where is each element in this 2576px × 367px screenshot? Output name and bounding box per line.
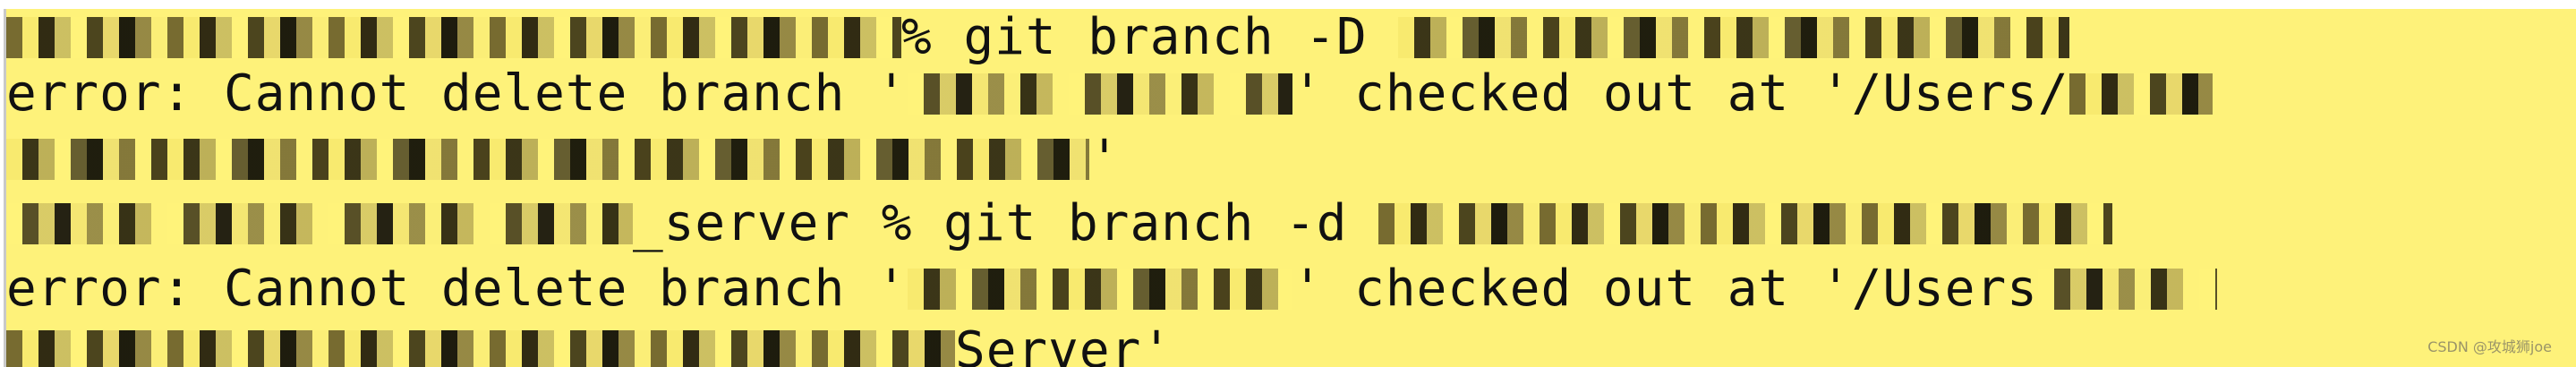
redacted-branch-name bbox=[1378, 203, 2113, 244]
path-suffix: ' bbox=[1089, 130, 1121, 188]
prompt-symbol: % bbox=[881, 194, 913, 252]
error-text: error: Cannot delete branch ' bbox=[6, 64, 908, 123]
redacted-path bbox=[2068, 73, 2213, 115]
terminal-line-error-1: error: Cannot delete branch ' ' checked … bbox=[6, 67, 2213, 121]
command-text: git branch -d bbox=[943, 194, 1348, 252]
watermark: CSDN @攻城狮joe bbox=[2427, 338, 2552, 355]
error-text: ' checked out at '/Users/ bbox=[1292, 64, 2069, 123]
command-text: git branch -D bbox=[963, 9, 1368, 66]
error-text: ' checked out at '/Users bbox=[1292, 260, 2038, 318]
redacted-branch-name bbox=[907, 269, 1292, 310]
terminal-line-command-2: _server % git branch -d bbox=[6, 194, 2113, 252]
redacted-prompt bbox=[6, 17, 901, 58]
terminal-window[interactable]: % git branch -D error: Cannot delete bra… bbox=[4, 9, 2576, 367]
command-text bbox=[933, 11, 964, 64]
redacted-branch-name bbox=[907, 73, 1292, 115]
redacted-path bbox=[2037, 269, 2217, 310]
terminal-line-continuation-1: ' bbox=[6, 132, 1121, 186]
terminal-line-continuation-2: Server' bbox=[6, 324, 1173, 367]
path-suffix: Server' bbox=[955, 321, 1173, 367]
redacted-branch-name bbox=[1398, 17, 2070, 58]
redacted-prompt bbox=[6, 203, 633, 244]
terminal-line-error-2: error: Cannot delete branch ' ' checked … bbox=[6, 262, 2217, 316]
error-text: error: Cannot delete branch ' bbox=[6, 260, 908, 318]
redacted-path bbox=[6, 139, 1089, 180]
terminal-line-command-1: % git branch -D bbox=[6, 9, 2070, 66]
prompt-symbol: % bbox=[901, 9, 933, 66]
prompt-tail: _server bbox=[633, 194, 851, 252]
redacted-path bbox=[6, 330, 955, 367]
